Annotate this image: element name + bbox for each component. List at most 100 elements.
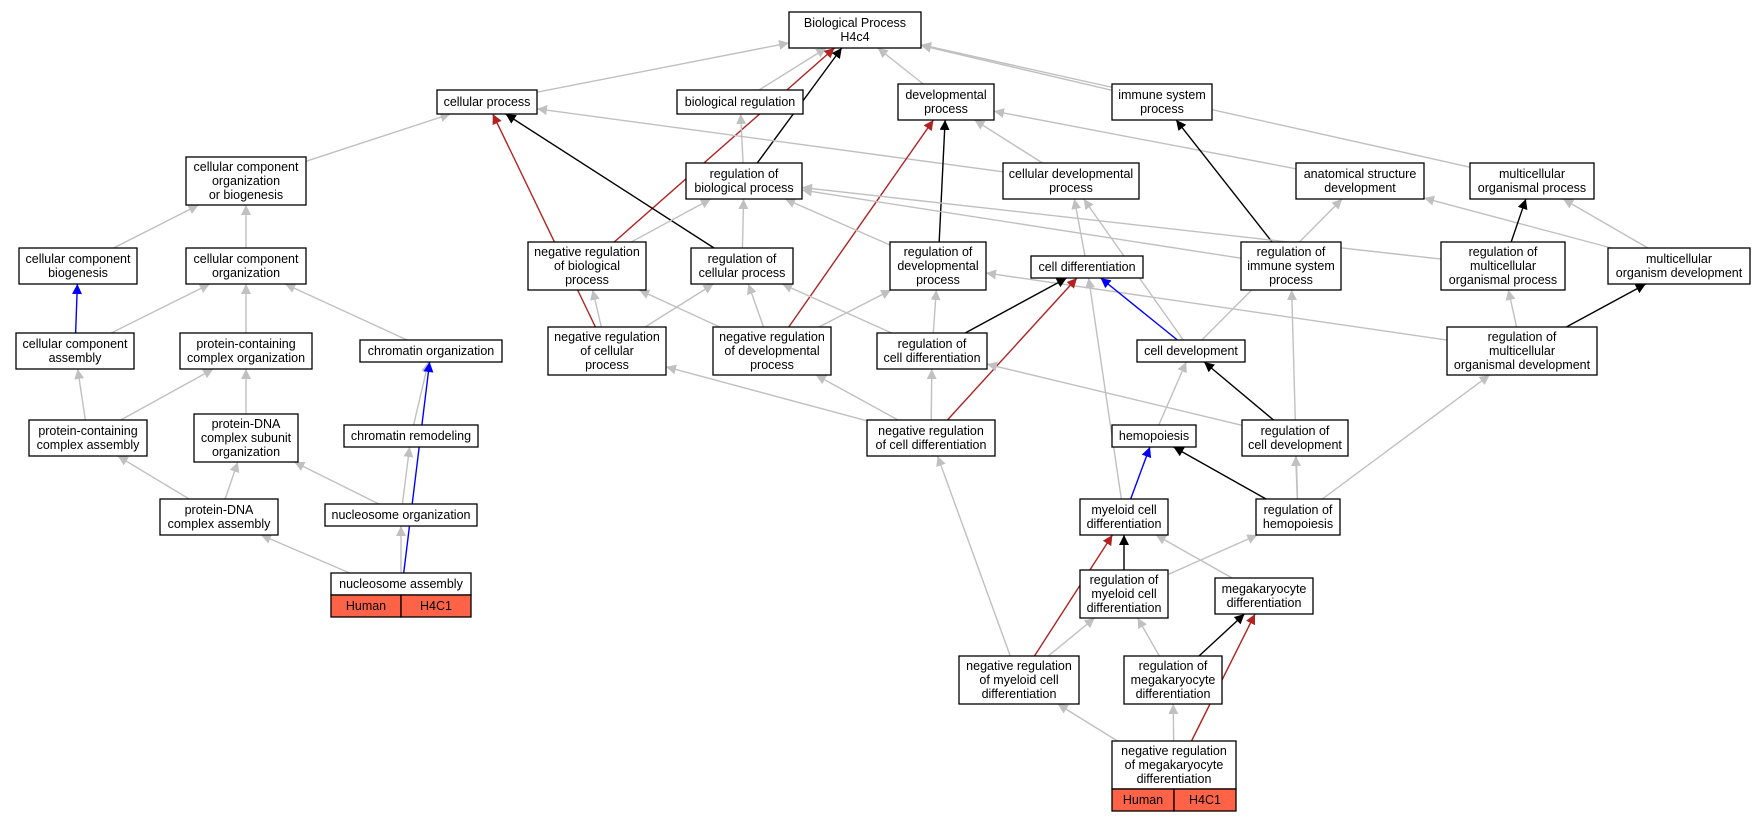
node-box (1002, 162, 1140, 200)
edge-is-a (1155, 534, 1233, 579)
node-label: cellular component (194, 160, 299, 174)
node-label: cell development (1248, 438, 1342, 452)
annotation-gene-tag: H4C1 (420, 599, 452, 613)
node-label: megakaryocyte (1131, 673, 1216, 687)
node-label: immune system (1247, 259, 1335, 273)
node-box (28, 419, 148, 457)
node-box (1111, 424, 1197, 448)
node-label: differentiation (1137, 772, 1212, 786)
go-term-node[interactable]: regulation ofmegakaryocytedifferentiatio… (1123, 655, 1223, 705)
node-label: cellular process (444, 95, 531, 109)
node-label: complex organization (187, 351, 305, 365)
node-label: developmental (897, 259, 978, 273)
go-term-node[interactable]: cell development (1136, 339, 1246, 363)
node-label: hemopoiesis (1263, 517, 1333, 531)
node-label: multicellular (1489, 344, 1555, 358)
node-label: cellular developmental (1009, 167, 1133, 181)
node-label: regulation of (1264, 503, 1333, 517)
node-label: cell differentiation (1038, 260, 1135, 274)
node-label: negative regulation (1121, 744, 1227, 758)
edge-negatively-regulates (492, 113, 597, 328)
node-label: biological regulation (685, 95, 796, 109)
node-label: regulation of (1139, 659, 1208, 673)
go-term-node[interactable]: biological regulation (676, 89, 804, 115)
node-label: negative regulation (554, 330, 660, 344)
node-label: differentiation (1227, 596, 1302, 610)
edge-is-a (1562, 198, 1649, 249)
node-box (1440, 241, 1566, 291)
edge-is-a (305, 112, 451, 162)
edge-is-a (644, 283, 714, 328)
go-term-node[interactable]: chromatin remodeling (343, 424, 479, 448)
edge-is-a (638, 289, 721, 328)
go-term-node[interactable]: cell differentiation (1030, 255, 1144, 279)
node-box (1111, 83, 1213, 121)
node-box (343, 424, 479, 448)
node-label: biological process (694, 181, 793, 195)
edge-is-a (930, 289, 941, 334)
edges-layer (72, 39, 1649, 742)
node-label: nucleosome assembly (339, 577, 463, 591)
go-term-node[interactable]: nucleosome organization (324, 503, 478, 527)
node-label: organization (212, 445, 280, 459)
node-label: multicellular (1470, 259, 1536, 273)
node-label: multicellular (1646, 252, 1712, 266)
node-label: biogenesis (48, 266, 108, 280)
edge-is-a (1167, 534, 1258, 576)
edge-is-a (536, 39, 790, 93)
node-label: developmental (905, 88, 986, 102)
go-term-node[interactable]: hemopoiesis (1111, 424, 1197, 448)
edge-is-a (110, 283, 211, 334)
node-label: multicellular (1499, 167, 1565, 181)
node-label: negative regulation (966, 659, 1072, 673)
node-box (359, 339, 503, 363)
node-label: protein-containing (196, 337, 295, 351)
edge-is-a (536, 105, 1004, 173)
node-label: regulation of (1090, 573, 1159, 587)
annotation-gene-tag: H4C1 (1189, 793, 1221, 807)
go-term-node[interactable]: cellular process (436, 89, 538, 115)
node-label: regulation of (708, 252, 777, 266)
node-label: process (585, 358, 629, 372)
go-term-node[interactable]: chromatin organization (359, 339, 503, 363)
node-label: chromatin remodeling (351, 429, 471, 443)
node-label: regulation of (904, 245, 973, 259)
edge-is-a (1505, 289, 1518, 328)
node-box (1295, 162, 1425, 200)
node-label: differentiation (982, 687, 1057, 701)
